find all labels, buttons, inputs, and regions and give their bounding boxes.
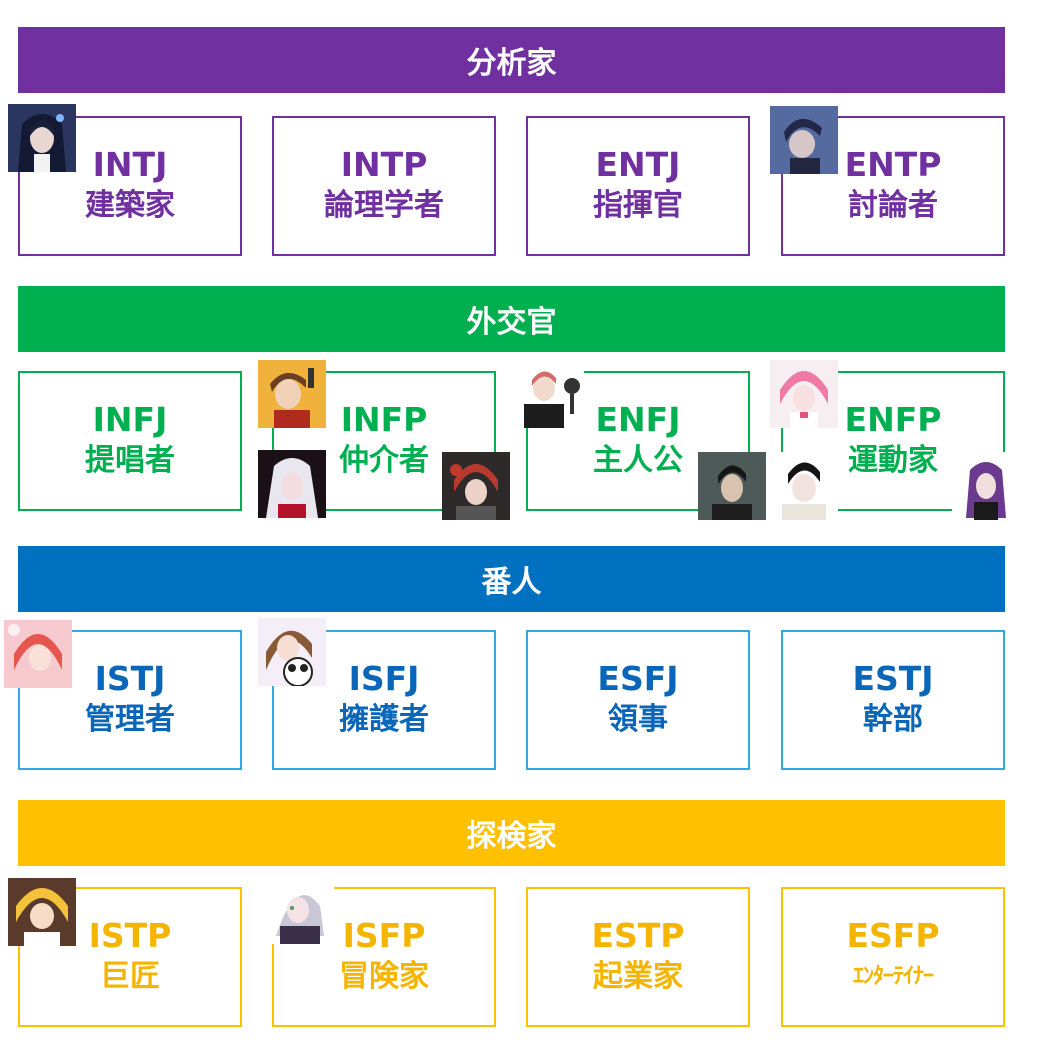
group-title: 探検家 [466,819,557,854]
avatar-image [770,106,838,174]
group-title: 分析家 [466,46,557,81]
type-code: ESFJ [597,659,679,698]
type-card-entj[interactable]: ENTJ 指揮官 [526,116,750,256]
type-name: 討論者 [848,188,938,223]
type-name: 領事 [608,702,668,737]
type-card-infj[interactable]: INFJ 提唱者 [18,371,242,511]
group-header-analysts: 分析家 [18,27,1005,93]
type-name: 主人公 [593,443,683,478]
type-name: 論理学者 [324,188,444,223]
type-name: 巨匠 [100,959,160,994]
type-card-entp[interactable]: ENTP 討論者 [781,116,1005,256]
type-name: 仲介者 [339,443,429,478]
group-title: 外交官 [466,305,557,340]
type-code: INTJ [92,145,168,184]
type-card-isfj[interactable]: ISFJ 擁護者 [272,630,496,770]
type-code: ENTP [844,145,942,184]
avatar-image [4,620,72,688]
type-code: ISTP [88,916,172,955]
type-name: 建築家 [85,188,175,223]
avatar-image [258,450,326,518]
type-name: 管理者 [85,702,175,737]
type-code: ISTJ [94,659,166,698]
avatar-image [8,878,76,946]
type-name: 擁護者 [339,702,429,737]
avatar-image [258,618,326,686]
type-card-esfp[interactable]: ESFP ｴﾝﾀｰﾃｲﾅｰ [781,887,1005,1027]
avatar-image [442,452,510,520]
type-code: ISFP [342,916,426,955]
type-code: ESFP [846,916,940,955]
avatar-image [8,104,76,172]
group-header-diplomats: 外交官 [18,286,1005,352]
type-name: 指揮官 [593,188,683,223]
type-code: INTP [340,145,428,184]
type-code: ESTJ [852,659,934,698]
type-code: ENTJ [595,145,681,184]
avatar-image [952,452,1020,520]
type-name: 起業家 [593,959,683,994]
type-code: ISFJ [348,659,420,698]
avatar-image [516,360,584,428]
type-name: 幹部 [863,702,923,737]
type-code: INFJ [92,400,168,439]
type-card-intp[interactable]: INTP 論理学者 [272,116,496,256]
type-name: ｴﾝﾀｰﾃｲﾅｰ [852,964,934,989]
type-card-esfj[interactable]: ESFJ 領事 [526,630,750,770]
type-card-estj[interactable]: ESTJ 幹部 [781,630,1005,770]
type-code: ENFP [844,400,942,439]
avatar-image [698,452,766,520]
group-header-sentinels: 番人 [18,546,1005,612]
group-title: 番人 [481,565,542,600]
type-code: INFP [340,400,428,439]
avatar-image [770,452,838,520]
group-header-explorers: 探検家 [18,800,1005,866]
avatar-image [770,360,838,428]
type-name: 運動家 [848,443,938,478]
type-name: 提唱者 [85,443,175,478]
type-code: ENFJ [595,400,681,439]
type-code: ESTP [591,916,685,955]
type-name: 冒険家 [339,959,429,994]
avatar-image [258,360,326,428]
type-card-estp[interactable]: ESTP 起業家 [526,887,750,1027]
avatar-image [266,876,334,944]
